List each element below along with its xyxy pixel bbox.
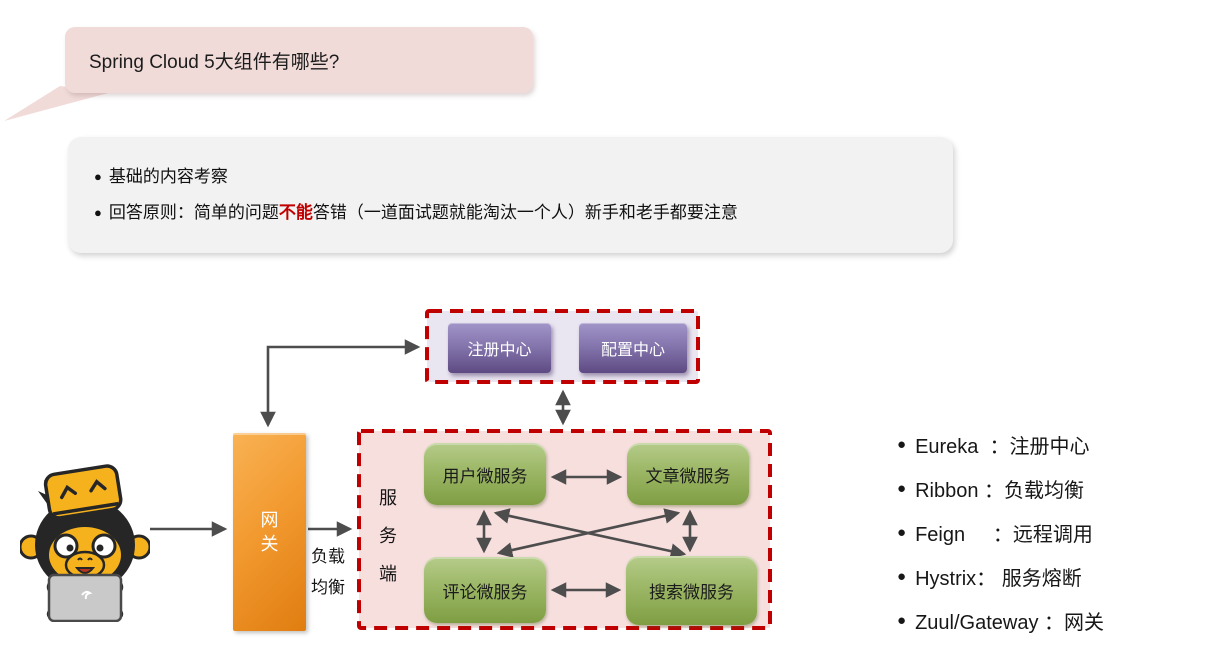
legend-text: Zuul/Gateway ：网关	[915, 611, 1105, 634]
legend-item-hystrix: ● Hystrix： 服务熔断	[897, 561, 1104, 591]
arrow-gateway-to-registry	[260, 339, 421, 428]
legend-item-zuul-gateway: ● Zuul/Gateway ：网关	[897, 605, 1104, 635]
mascot-monkey-image	[20, 464, 150, 622]
load-balance-line-1: 负载	[311, 547, 345, 566]
article-microservice-label: 文章微服务	[645, 466, 731, 486]
legend-text: Eureka ：注册中心	[915, 435, 1090, 458]
note-text-2-suffix: 答错（一道面试题就能淘汰一个人）新手和老手都要注意	[312, 203, 738, 222]
registry-center-label: 注册中心	[467, 342, 532, 359]
legend-text: Feign ：远程调用	[915, 523, 1093, 546]
comment-microservice-label: 评论微服务	[442, 582, 528, 602]
note-text-2-highlight: 不能	[278, 203, 313, 222]
note-line-2: ● 回答原则：简单的问题不能答错（一道面试题就能淘汰一个人）新手和老手都要注意	[94, 202, 953, 224]
search-microservice-label: 搜索微服务	[649, 583, 734, 602]
bullet-icon: ●	[897, 479, 907, 497]
bullet-icon: ●	[94, 169, 102, 184]
user-microservice-box: 用户微服务	[424, 443, 546, 505]
components-legend: ● Eureka ：注册中心 ● Ribbon ：负载均衡 ● Feign ：远…	[897, 429, 1104, 635]
legend-item-ribbon: ● Ribbon ：负载均衡	[897, 473, 1104, 503]
legend-text: Hystrix： 服务熔断	[915, 567, 1082, 590]
legend-item-eureka: ● Eureka ：注册中心	[897, 429, 1104, 459]
legend-text: Ribbon ：负载均衡	[915, 479, 1084, 502]
arrow-user-search	[493, 508, 687, 559]
note-line-1: ● 基础的内容考察	[94, 166, 953, 188]
bullet-icon: ●	[897, 435, 907, 453]
search-microservice-box: 搜索微服务	[626, 556, 757, 625]
services-zone-label: 服务端	[379, 488, 397, 584]
notes-box: ● 基础的内容考察 ● 回答原则：简单的问题不能答错（一道面试题就能淘汰一个人）新手…	[68, 137, 953, 253]
gateway-box: 网关	[233, 433, 306, 631]
load-balance-line-2: 均衡	[311, 578, 345, 597]
note-text-1: 基础的内容考察	[108, 167, 228, 186]
bullet-icon: ●	[94, 205, 102, 220]
arrow-article-comment	[496, 508, 681, 558]
user-microservice-label: 用户微服务	[442, 466, 528, 486]
article-microservice-box: 文章微服务	[627, 443, 749, 505]
bullet-icon: ●	[897, 611, 907, 629]
gateway-label: 网关	[260, 510, 279, 554]
registry-center-box: 注册中心	[448, 323, 551, 373]
bullet-icon: ●	[897, 567, 907, 585]
question-text: Spring Cloud 5大组件有哪些?	[89, 51, 340, 73]
load-balance-label: 负载 均衡	[311, 541, 345, 603]
bullet-icon: ●	[897, 523, 907, 541]
comment-microservice-box: 评论微服务	[424, 557, 546, 623]
question-bubble-tail	[4, 86, 112, 121]
question-bubble: Spring Cloud 5大组件有哪些?	[65, 27, 533, 93]
config-center-box: 配置中心	[579, 323, 687, 373]
note-text-2-prefix: 回答原则：简单的问题	[108, 203, 279, 222]
legend-item-feign: ● Feign ：远程调用	[897, 517, 1104, 547]
config-center-label: 配置中心	[600, 342, 665, 359]
